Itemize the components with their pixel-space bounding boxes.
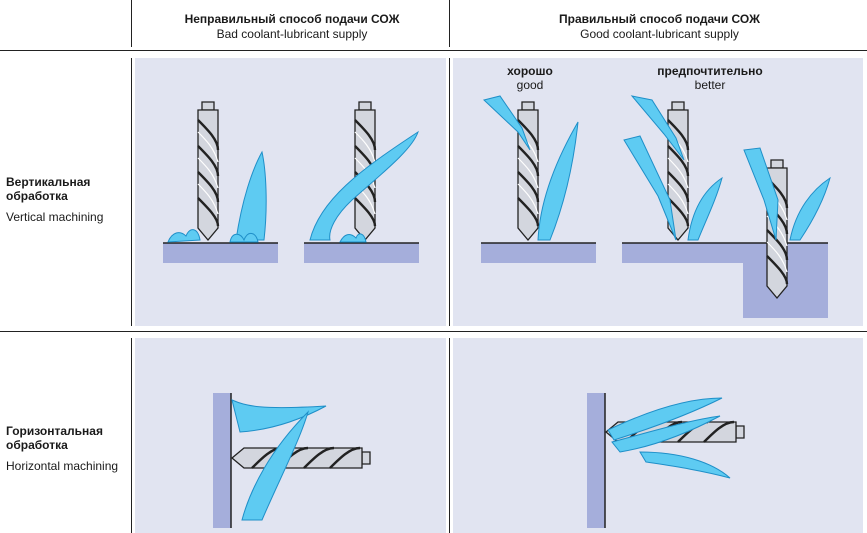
column-header-bad-en: Bad coolant-lubricant supply <box>216 27 368 41</box>
vertical-better-illustration <box>622 95 831 318</box>
label-good-ru: хорошо <box>507 64 553 78</box>
label-good-en: good <box>516 78 544 92</box>
grid-divider-middle-row2 <box>449 338 450 533</box>
column-header-good-ru: Правильный способ подачи СОЖ <box>559 12 760 26</box>
coolant-jet <box>639 451 731 479</box>
column-header-good: Правильный способ подачи СОЖ Good coolan… <box>452 12 867 42</box>
row-label-horizontal-ru: Горизонтальная обработка <box>6 424 103 452</box>
column-header-bad-ru: Неправильный способ подачи СОЖ <box>184 12 400 26</box>
panel-vertical-bad <box>135 58 446 326</box>
grid-divider-middle-row1 <box>449 58 450 326</box>
coolant-splash <box>229 233 259 243</box>
coolant-jet <box>235 150 267 241</box>
coolant-jet <box>309 130 419 241</box>
vertical-bad-left-illustration <box>163 100 278 263</box>
horizontal-bad-illustration <box>213 393 372 528</box>
row-label-horizontal-en: Horizontal machining <box>6 459 119 473</box>
coolant-jet <box>687 176 723 241</box>
coolant-jet <box>789 176 831 241</box>
grid-divider-middle-header <box>449 0 450 47</box>
grid-divider-left-row2 <box>131 338 132 533</box>
drill-icon <box>230 446 372 470</box>
workpiece-block <box>481 243 596 263</box>
coolant-splash <box>167 229 201 243</box>
column-header-good-en: Good coolant-lubricant supply <box>580 27 739 41</box>
coolant-jet <box>743 147 779 241</box>
label-better-en: better <box>694 78 726 92</box>
coolant-jet <box>607 397 723 441</box>
label-better-ru: предпочтительно <box>657 64 763 78</box>
workpiece-block <box>622 243 828 318</box>
coolant-splash <box>339 233 367 243</box>
grid-divider-left-header <box>131 0 132 47</box>
column-header-bad: Неправильный способ подачи СОЖ Bad coola… <box>134 12 450 42</box>
coolant-jet <box>482 95 531 151</box>
workpiece-wall <box>213 393 231 528</box>
row-label-vertical-en: Vertical machining <box>6 210 104 224</box>
row-label-vertical-ru: Вертикальная обработка <box>6 175 91 203</box>
coolant-jet <box>231 399 327 433</box>
workpiece-block <box>163 243 278 263</box>
coolant-jet <box>241 410 310 521</box>
horizontal-good-illustration <box>587 393 746 528</box>
label-good: хорошо good <box>490 64 570 92</box>
workpiece-wall <box>587 393 605 528</box>
workpiece-block <box>304 243 419 263</box>
row-label-vertical: Вертикальная обработка Vertical machinin… <box>6 175 126 225</box>
grid-divider-rows <box>0 331 867 332</box>
label-better: предпочтительно better <box>640 64 780 92</box>
vertical-bad-right-illustration <box>304 100 419 263</box>
drill-icon <box>196 100 220 242</box>
coolant-jet <box>623 135 677 241</box>
grid-divider-header <box>0 50 867 51</box>
coolant-jet <box>611 415 721 453</box>
vertical-good-illustration <box>481 95 596 263</box>
row-label-horizontal: Горизонтальная обработка Horizontal mach… <box>6 424 126 474</box>
coolant-jet <box>630 95 685 161</box>
grid-divider-left-row1 <box>131 58 132 326</box>
drill-icon <box>516 100 540 242</box>
coolant-jet <box>537 121 579 241</box>
